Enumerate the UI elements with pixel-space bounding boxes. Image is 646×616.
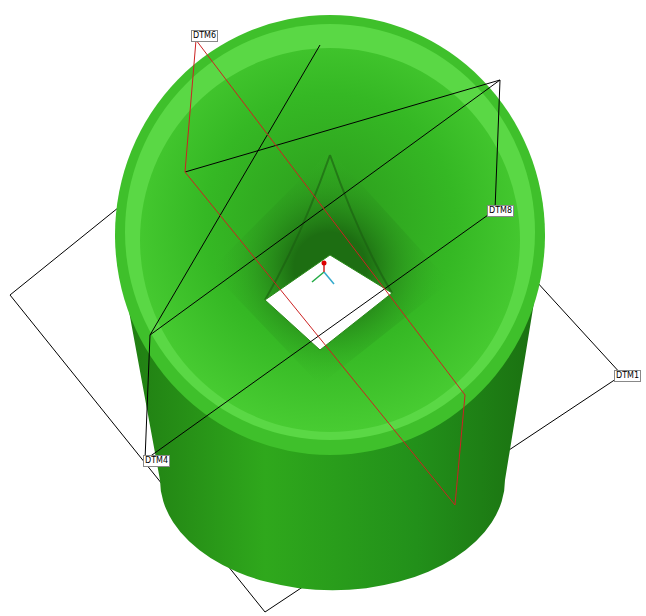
datum-label: DTM8 [487, 205, 514, 217]
datum-plane [10, 45, 622, 612]
datum-plane [145, 80, 500, 460]
datum-label: DTM4 [143, 455, 170, 467]
cup-inner [140, 48, 520, 432]
datum-plane-edge [150, 45, 320, 335]
cup-rim [115, 15, 545, 455]
datum-label: DTM1 [614, 370, 641, 382]
datum-plane-edge [185, 80, 500, 172]
axis-origin [322, 261, 327, 266]
square-hole [265, 255, 392, 350]
axis [312, 272, 324, 282]
datum-plane-active [185, 40, 465, 505]
axis [324, 272, 334, 284]
datum-label: DTM6 [191, 30, 218, 42]
rim-highlight [125, 24, 535, 440]
funnel-edge [265, 155, 392, 300]
